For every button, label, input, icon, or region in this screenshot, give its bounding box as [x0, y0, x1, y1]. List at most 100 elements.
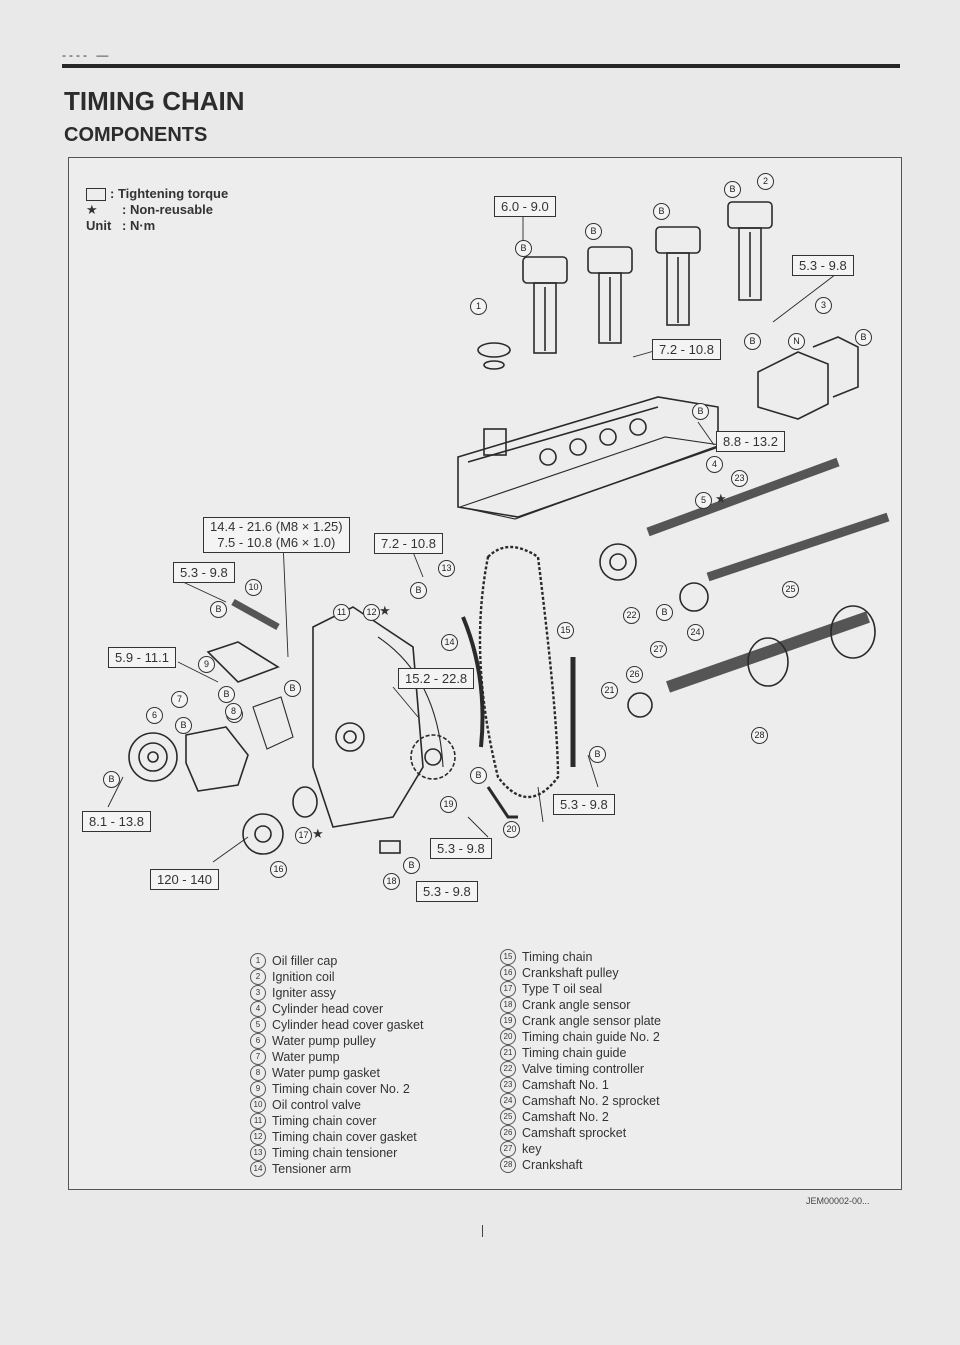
legend: : Tightening torque ★ : Non-reusable Uni… — [86, 186, 228, 234]
vtc-icon — [599, 543, 637, 581]
torque-box: 120 - 140 — [150, 869, 219, 890]
callout-14: 14 — [441, 634, 458, 651]
callout-7: 7 — [171, 691, 188, 708]
callout-16: 16 — [270, 861, 287, 878]
head-cover-gasket-icon — [457, 436, 721, 520]
callout-10: 10 — [245, 579, 262, 596]
nonreusable-star: ★ — [312, 826, 324, 841]
torque-box: 6.0 - 9.0 — [494, 196, 556, 217]
callout-25: 25 — [782, 581, 799, 598]
callout-20: 20 — [503, 821, 520, 838]
nonreusable-star-icon: ★ — [86, 202, 98, 217]
chain-cover-2-icon — [206, 641, 280, 683]
diagram-frame — [68, 157, 902, 1190]
torque-box: 5.3 - 9.8 — [792, 255, 854, 276]
callout-8: 8 — [225, 703, 242, 720]
water-pump-icon — [185, 726, 249, 792]
document-id: JEM00002-00... — [806, 1196, 870, 1206]
torque-box: 8.1 - 13.8 — [82, 811, 151, 832]
crank-sensor-plate-icon — [410, 734, 456, 780]
crank-angle-sensor-icon — [379, 840, 401, 854]
callout-1: 1 — [470, 298, 487, 315]
marker-b: B — [103, 771, 120, 788]
nonreusable-star: ★ — [379, 603, 391, 618]
legend-unit-key: Unit — [86, 218, 112, 233]
crankshaft-pulley-icon — [242, 813, 284, 855]
callout-19: 19 — [440, 796, 457, 813]
callout-17: 17 — [295, 827, 312, 844]
callout-24: 24 — [687, 624, 704, 641]
torque-box: 5.3 - 9.8 — [553, 794, 615, 815]
marker-b: B — [515, 240, 532, 257]
igniter-icon — [757, 351, 829, 420]
torque-line-m8: 14.4 - 21.6 (M8 × 1.25) — [210, 519, 343, 534]
marker-b: B — [284, 680, 301, 697]
oil-seal-icon — [292, 786, 318, 818]
legend-unit-label: : N·m — [122, 218, 156, 233]
legend-torque-row: : Tightening torque — [86, 186, 228, 202]
torque-box: 15.2 - 22.8 — [398, 668, 475, 689]
marker-b: B — [855, 329, 872, 346]
legend-nonreusable-label: : Non-reusable — [122, 202, 214, 217]
callout-28: 28 — [751, 727, 768, 744]
marker-b: B — [656, 604, 673, 621]
nonreusable-star: ★ — [715, 491, 727, 506]
camshaft-1-icon — [646, 457, 840, 537]
marker-b: B — [403, 857, 420, 874]
oil-control-valve-icon — [231, 598, 280, 631]
page-title: TIMING CHAIN — [64, 86, 245, 116]
callout-9: 9 — [198, 656, 215, 673]
callout-22: 22 — [623, 607, 640, 624]
callout-4: 4 — [706, 456, 723, 473]
marker-b: B — [218, 686, 235, 703]
callout-18: 18 — [383, 873, 400, 890]
header-fragment: ---- — — [62, 48, 112, 62]
torque-box: 5.3 - 9.8 — [173, 562, 235, 583]
callout-3: 3 — [815, 297, 832, 314]
torque-box: 8.8 - 13.2 — [716, 431, 785, 452]
torque-box: 5.3 - 9.8 — [430, 838, 492, 859]
marker-b: B — [470, 767, 487, 784]
callout-13: 13 — [438, 560, 455, 577]
water-pump-pulley-icon — [128, 732, 178, 782]
legend-torque-label: : Tightening torque — [110, 186, 229, 201]
oil-filler-cap-icon — [477, 342, 511, 358]
callout-12: 12 — [363, 604, 380, 621]
torque-box: 5.9 - 11.1 — [108, 647, 176, 668]
marker-b: B — [589, 746, 606, 763]
marker-n: N — [788, 333, 805, 350]
callout-11: 11 — [333, 604, 350, 621]
marker-b: B — [724, 181, 741, 198]
torque-box: 5.3 - 9.8 — [416, 881, 478, 902]
cam-sprocket-2-icon — [679, 582, 709, 612]
callout-2: 2 — [757, 173, 774, 190]
marker-b: B — [410, 582, 427, 599]
callout-26: 26 — [626, 666, 643, 683]
callout-27: 27 — [650, 641, 667, 658]
marker-b: B — [744, 333, 761, 350]
cylinder-head-cover-icon — [457, 396, 719, 518]
callout-15: 15 — [557, 622, 574, 639]
